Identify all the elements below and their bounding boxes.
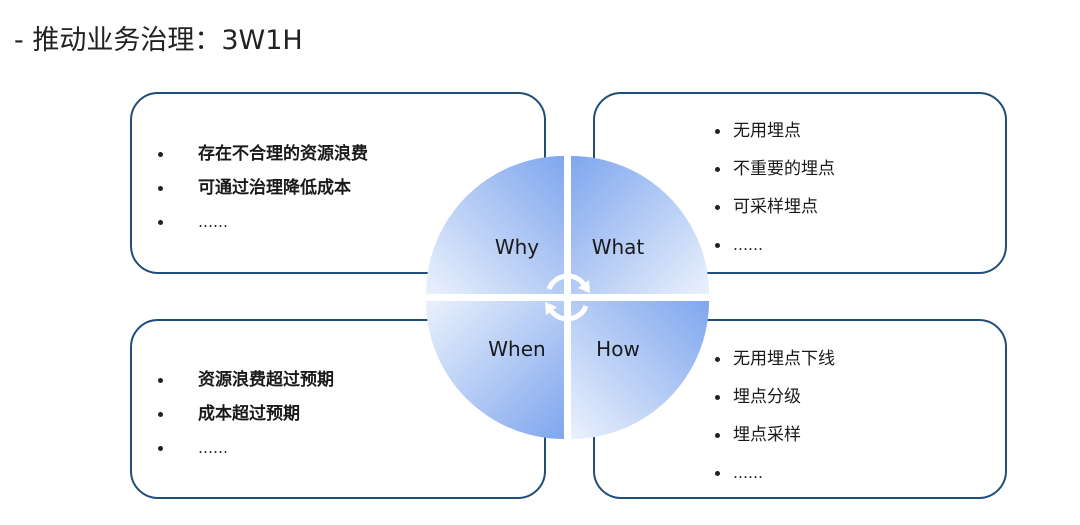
when-item: 成本超过预期 [130,397,334,431]
when-item: 资源浪费超过预期 [130,363,334,397]
why-item: 存在不合理的资源浪费 [130,137,368,171]
wheel-quadrants [426,156,709,439]
what-item: 无用埋点 [593,112,835,150]
bullet-icon [715,167,720,172]
bullet-icon [158,378,163,383]
when-quadrant [426,301,564,439]
what-list: 无用埋点 不重要的埋点 可采样埋点 …… [593,112,835,264]
bullet-icon [715,243,720,248]
when-label: When [488,337,545,361]
when-list: 资源浪费超过预期 成本超过预期 …… [130,363,334,465]
bullet-icon [158,186,163,191]
why-item: …… [130,205,368,239]
how-label: How [596,337,640,361]
how-item: 无用埋点下线 [593,340,835,378]
bullet-icon [158,220,163,225]
what-label: What [592,235,645,259]
3w1h-wheel: Why What When How [426,156,709,439]
how-quadrant [571,301,709,439]
bullet-icon [715,357,720,362]
how-item: …… [593,454,835,492]
bullet-icon [158,446,163,451]
bullet-icon [715,129,720,134]
bullet-icon [715,205,720,210]
cycle-arrows-icon [545,273,590,322]
when-item: …… [130,431,334,465]
why-item: 可通过治理降低成本 [130,171,368,205]
why-quadrant [426,156,564,294]
bullet-icon [715,471,720,476]
bullet-icon [715,395,720,400]
bullet-icon [715,433,720,438]
what-item: 不重要的埋点 [593,150,835,188]
bullet-icon [158,412,163,417]
what-quadrant [571,156,709,294]
why-list: 存在不合理的资源浪费 可通过治理降低成本 …… [130,137,368,239]
how-list: 无用埋点下线 埋点分级 埋点采样 …… [593,340,835,492]
how-item: 埋点采样 [593,416,835,454]
page-title: - 推动业务治理：3W1H [14,25,303,56]
what-item: …… [593,226,835,264]
why-label: Why [495,235,539,259]
what-item: 可采样埋点 [593,188,835,226]
bullet-icon [158,152,163,157]
how-item: 埋点分级 [593,378,835,416]
